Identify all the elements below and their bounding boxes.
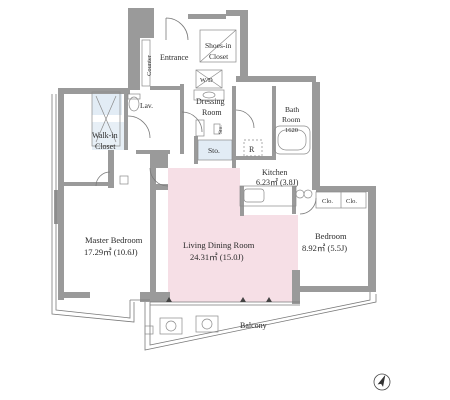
master-bedroom-label: Master Bedroom bbox=[85, 235, 143, 245]
outer-walls bbox=[54, 8, 376, 304]
entrance-label: Entrance bbox=[160, 53, 189, 62]
bedroom-label: Bedroom bbox=[315, 231, 347, 241]
storage-fill bbox=[198, 140, 232, 160]
master-door bbox=[149, 167, 169, 187]
bathtub-icon bbox=[273, 125, 311, 155]
shoes-in-closet-label-2: Closet bbox=[209, 52, 229, 61]
kitchen-area-label: 6.23㎡ (3.8J) bbox=[256, 178, 299, 187]
closet-label-a: Clo. bbox=[322, 198, 333, 205]
window-marker bbox=[266, 297, 272, 302]
walk-in-door bbox=[95, 171, 111, 187]
bath-size-label: 1620 bbox=[285, 127, 298, 134]
bath-room-label-2: Room bbox=[282, 115, 301, 124]
toilet-icon bbox=[128, 96, 140, 112]
fixtures bbox=[91, 29, 367, 335]
bath-door bbox=[235, 109, 255, 129]
kitchen-label: Kitchen bbox=[262, 168, 287, 177]
dressing-door bbox=[181, 111, 203, 133]
north-arrow-icon bbox=[373, 373, 391, 391]
window-marker bbox=[166, 297, 172, 302]
dressing-room-label: Dressing bbox=[196, 97, 224, 106]
master-bedroom-area: 17.29㎡ (10.6J) bbox=[84, 247, 138, 257]
labels: Entrance Shoes-in Closet Counter W/D Lav… bbox=[84, 41, 357, 330]
storage-small-label: Sto. bbox=[218, 125, 224, 134]
storage-label: Sto. bbox=[208, 146, 220, 155]
bath-room-label: Bath bbox=[285, 105, 299, 114]
living-dining-label: Living Dining Room bbox=[183, 240, 255, 250]
lavatory-door bbox=[127, 115, 151, 139]
closet-label-b: Clo. bbox=[346, 198, 357, 205]
walk-in-closet-label-2: Closet bbox=[95, 142, 116, 151]
refrigerator-label: R bbox=[249, 145, 255, 154]
living-dining-area: 24.31㎡ (15.0J) bbox=[190, 252, 244, 262]
floor-fills bbox=[60, 20, 372, 302]
bedroom-area: 8.92㎡ (5.5J) bbox=[302, 243, 347, 253]
ac-outdoor-unit-icon bbox=[159, 317, 183, 335]
interior-walls bbox=[64, 84, 296, 294]
window-marker bbox=[240, 297, 246, 302]
counter-label: Counter bbox=[146, 54, 153, 76]
walk-in-fill bbox=[92, 122, 124, 150]
lavatory-label: Lav. bbox=[140, 101, 153, 110]
shoes-in-closet-label: Shoes-in bbox=[205, 41, 232, 50]
ac-outdoor-unit-icon bbox=[195, 315, 219, 333]
entrance-door bbox=[165, 17, 189, 41]
doors bbox=[95, 17, 317, 215]
lavatory-fill bbox=[92, 93, 122, 115]
living-dining-fill bbox=[168, 168, 298, 302]
balcony-label: Balcony bbox=[240, 321, 267, 330]
washer-dryer-label: W/D bbox=[200, 77, 213, 84]
walk-in-closet-label: Walk-in bbox=[92, 131, 118, 140]
dressing-room-label-2: Room bbox=[202, 108, 222, 117]
